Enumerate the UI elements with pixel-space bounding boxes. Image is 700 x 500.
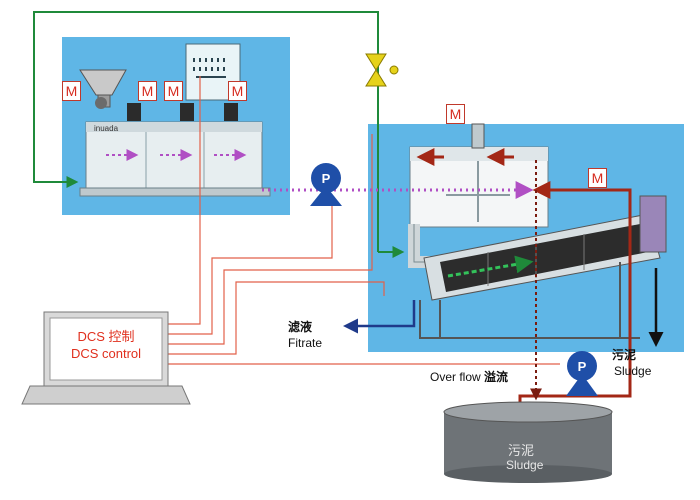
dosing-pump-icon: P xyxy=(310,163,342,206)
overflow-label-en: Over flow xyxy=(430,370,481,384)
screw-press-drum xyxy=(423,213,661,301)
motor-label: M xyxy=(164,81,183,101)
discharge-housing xyxy=(639,195,667,253)
sludge-tank xyxy=(443,401,613,483)
screw-flow-arrow xyxy=(447,255,534,278)
prep-tank: inuada xyxy=(79,121,271,197)
sludge-output-label-en: Sludge xyxy=(614,364,652,378)
filtrate-label-en: Fitrate xyxy=(288,336,323,350)
valve-icon xyxy=(365,53,399,87)
svg-text:P: P xyxy=(578,359,587,374)
dcs-computer xyxy=(21,311,191,405)
overflow-label-cn: 溢流 xyxy=(484,370,509,384)
powder-hopper xyxy=(79,69,127,109)
press-frame xyxy=(419,262,640,339)
sludge-output-label-cn: 污泥 xyxy=(612,348,637,362)
sludge-tank-label-cn: 污泥 xyxy=(508,443,535,458)
dcs-label-en: DCS control xyxy=(70,346,142,361)
dcs-signal-lines xyxy=(162,76,560,365)
motor-label: M xyxy=(62,81,81,101)
filtrate-label-cn: 滤液 xyxy=(288,320,313,334)
motor-label: M xyxy=(588,168,607,188)
mixer-motors xyxy=(127,103,238,121)
motor-label: M xyxy=(446,104,465,124)
overflow-label: Over flow 溢流 xyxy=(430,368,508,385)
motor-label: M xyxy=(228,81,247,101)
brand-text: inuada xyxy=(94,124,119,133)
sludge-tank-label-en: Sludge xyxy=(506,458,544,472)
filtrate-line xyxy=(343,300,416,334)
motor-label: M xyxy=(138,81,157,101)
sludge-pump-icon: P xyxy=(566,351,598,396)
svg-text:P: P xyxy=(322,171,331,186)
dcs-label-cn: DCS 控制 xyxy=(77,329,135,344)
